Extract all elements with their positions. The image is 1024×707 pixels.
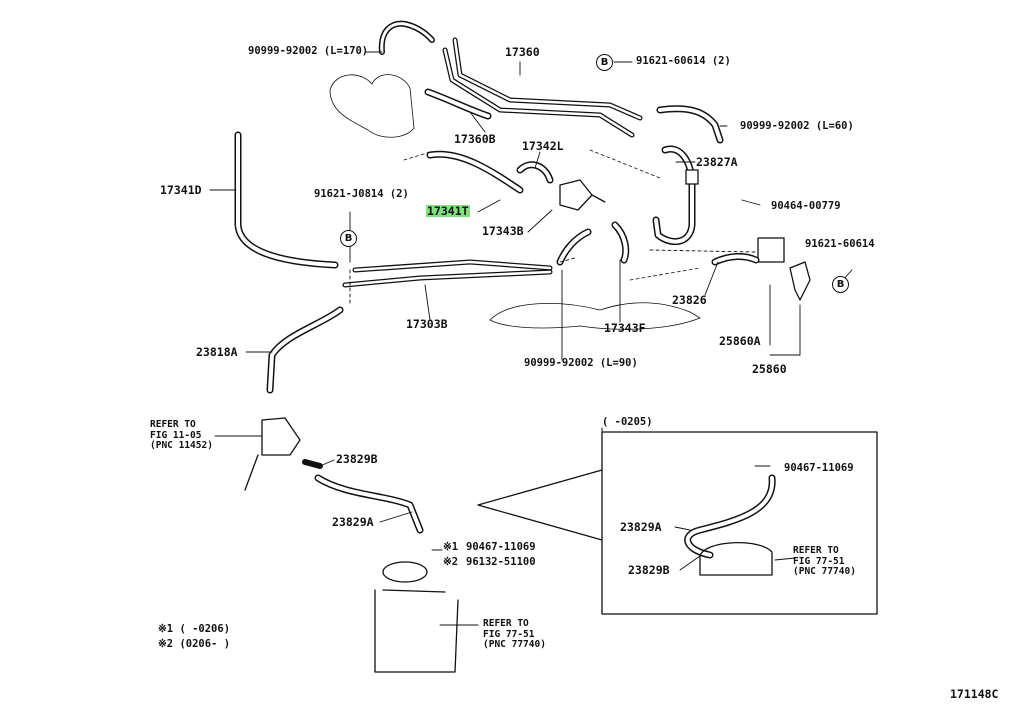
part-label[interactable]: 17343B xyxy=(482,224,524,238)
inset-date-range: ( -0205) xyxy=(602,416,653,428)
reference-fig-77-51-inset[interactable]: REFER TO FIG 77-51 (PNC 77740) xyxy=(793,545,856,578)
hose-17343f-inner xyxy=(613,223,628,262)
engine-outline-upper xyxy=(329,74,415,138)
pipe-17360-b-inner xyxy=(443,48,634,137)
ref-line: REFER TO xyxy=(793,545,839,556)
ref-line: FIG 77-51 xyxy=(483,628,535,640)
pipe-17303b-lower-inner xyxy=(343,270,552,287)
part-label[interactable]: 23826 xyxy=(672,293,707,307)
part-label[interactable]: 17343F xyxy=(604,321,646,335)
hose-17360b-inner xyxy=(426,90,490,118)
hose-23818a-inner xyxy=(268,308,342,392)
ref-line: (PNC 11452) xyxy=(150,440,213,451)
engine-edge-dashed xyxy=(403,149,701,281)
part-label[interactable]: 17360 xyxy=(505,45,540,59)
ref-line: REFER TO xyxy=(150,419,196,430)
part-label[interactable]: 23829B xyxy=(628,563,670,577)
inset-pointer xyxy=(477,469,603,541)
ref-line: FIG 77-51 xyxy=(793,555,845,567)
part-label[interactable]: 25860 xyxy=(752,362,787,376)
part-label[interactable]: 17303B xyxy=(406,317,448,331)
part-label-highlighted[interactable]: 17341T xyxy=(426,204,470,218)
hose-23826-inner xyxy=(713,254,758,264)
part-label[interactable]: 90467-11069 xyxy=(466,541,536,553)
part-label[interactable]: 23829A xyxy=(620,520,662,534)
hose-23829a-inner xyxy=(316,476,422,532)
clip-23827a xyxy=(685,169,699,185)
ref-line: REFER TO xyxy=(483,618,529,629)
inset-hose-inner xyxy=(685,476,775,557)
reference-fig-11-05[interactable]: REFER TO FIG 11-05 (PNC 11452) xyxy=(150,419,213,452)
pipe-17303b-inner xyxy=(353,260,552,272)
hose-23829b xyxy=(302,459,323,469)
part-label[interactable]: 23827A xyxy=(696,155,738,169)
part-label[interactable]: 90999-92002 (L=60) xyxy=(740,120,854,132)
hose-17341d-inner xyxy=(236,133,337,267)
part-label[interactable]: 90467-11069 xyxy=(784,462,854,474)
part-label[interactable]: 96132-51100 xyxy=(466,556,536,568)
note-mark-2: ※2 xyxy=(443,556,459,568)
hose-17342l-inner xyxy=(518,162,552,182)
hose-l60-inner xyxy=(658,106,722,142)
hose-23818a xyxy=(266,306,344,394)
hose-l170-inner xyxy=(380,22,434,54)
hose-17341t xyxy=(426,150,524,194)
hose-23827a-inner xyxy=(654,147,694,244)
canister-cap xyxy=(382,561,428,583)
part-label[interactable]: 17342L xyxy=(522,139,564,153)
part-label[interactable]: 91621-60614 (2) xyxy=(636,55,731,67)
pipe-17360-inner xyxy=(453,38,642,120)
ref-line: (PNC 77740) xyxy=(483,639,546,650)
inset-canister xyxy=(699,542,773,576)
note-mark-1: ※1 xyxy=(443,541,459,553)
hose-17341t-inner xyxy=(428,152,522,192)
part-label[interactable]: 17341D xyxy=(160,183,202,197)
part-label[interactable]: 90999-92002 (L=170) xyxy=(248,45,369,57)
ref-line: FIG 11-05 xyxy=(150,429,202,441)
note-line-2: ※2 (0206- ) xyxy=(158,638,231,650)
fitting-fig-11-05 xyxy=(244,417,301,491)
inset-frame xyxy=(601,431,878,615)
figure-code: 171148C xyxy=(950,687,999,701)
ref-line: (PNC 77740) xyxy=(793,566,856,577)
circle-marker-b-right: B xyxy=(832,276,849,293)
part-label[interactable]: 25860A xyxy=(719,334,761,348)
part-label[interactable]: 90464-00779 xyxy=(771,200,841,212)
canister-body xyxy=(374,589,459,673)
part-label[interactable]: 90999-92002 (L=90) xyxy=(524,357,638,369)
note-line-1: ※1 ( -0206) xyxy=(158,623,231,635)
part-label[interactable]: 23818A xyxy=(196,345,238,359)
reference-fig-77-51[interactable]: REFER TO FIG 77-51 (PNC 77740) xyxy=(483,618,546,651)
part-label[interactable]: 23829B xyxy=(336,452,378,466)
part-label[interactable]: 17360B xyxy=(454,132,496,146)
bracket-25860 xyxy=(789,261,811,301)
circle-marker-b-top: B xyxy=(596,54,613,71)
circle-marker-b-left: B xyxy=(340,230,357,247)
part-label[interactable]: 91621-J0814 (2) xyxy=(314,188,409,200)
dashed-guides xyxy=(349,249,756,306)
engine-outline-lower xyxy=(489,302,701,330)
hose-l60 xyxy=(656,105,724,144)
hose-l90-inner xyxy=(558,230,590,264)
part-label[interactable]: 23829A xyxy=(332,515,374,529)
sensor-25860a xyxy=(757,237,785,263)
vsv-body xyxy=(559,179,606,211)
part-label[interactable]: 91621-60614 xyxy=(805,238,875,250)
